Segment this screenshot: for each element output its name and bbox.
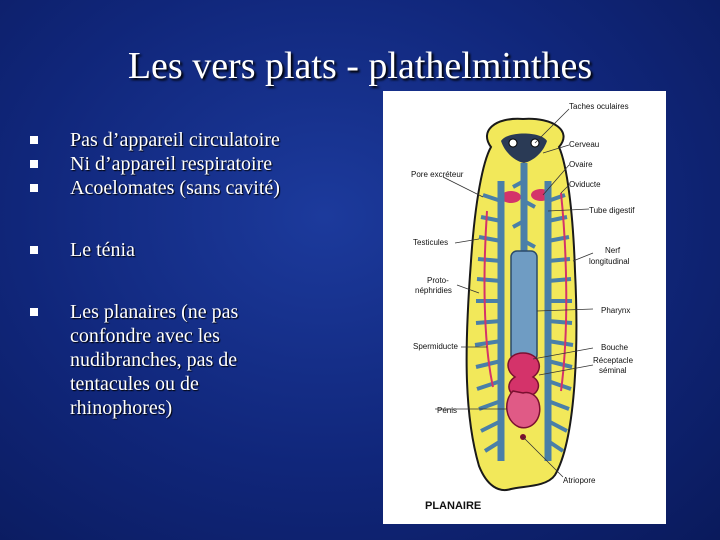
bullet-item: Acoelomates (sans cavité) bbox=[30, 176, 380, 200]
label-pore-excreteur: Pore excréteur bbox=[411, 170, 464, 179]
bullet-marker bbox=[30, 136, 38, 144]
bullet-item: Le ténia bbox=[30, 238, 380, 262]
leader-lines bbox=[435, 108, 594, 478]
label-oviducte: Oviducte bbox=[569, 180, 601, 189]
bullet-marker bbox=[30, 160, 38, 168]
eye-spot-left bbox=[508, 138, 518, 148]
bullet-item: Les planaires (ne pas confondre avec les… bbox=[30, 300, 290, 420]
ovary-left bbox=[501, 191, 521, 203]
bullet-marker bbox=[30, 246, 38, 254]
label-atriopore: Atriopore bbox=[563, 476, 596, 485]
sperm-duct bbox=[483, 210, 494, 388]
bullet-item: Pas d’appareil circulatoire bbox=[30, 128, 380, 152]
figure-caption: PLANAIRE bbox=[425, 500, 481, 512]
bullet-marker bbox=[30, 308, 38, 316]
planaria-diagram: Taches oculaires Cerveau Ovaire Oviducte… bbox=[383, 91, 666, 524]
label-receptacle-1: Réceptacle bbox=[593, 356, 634, 365]
label-protonephridies-2: néphridies bbox=[415, 286, 452, 295]
label-protonephridies-1: Proto- bbox=[427, 276, 449, 285]
label-ovaire: Ovaire bbox=[569, 160, 593, 169]
bullet-item: Ni d’appareil respiratoire bbox=[30, 152, 380, 176]
label-spermiducte: Spermiducte bbox=[413, 342, 458, 351]
oviduct bbox=[560, 192, 568, 392]
bullet-marker bbox=[30, 184, 38, 192]
label-receptacle-2: séminal bbox=[599, 366, 627, 375]
label-penis: Pénis bbox=[437, 406, 457, 415]
label-taches-oculaires: Taches oculaires bbox=[569, 102, 629, 111]
slide-title: Les vers plats - plathelminthes bbox=[127, 45, 593, 87]
penis bbox=[506, 390, 541, 429]
pharynx bbox=[510, 250, 538, 362]
label-testicules: Testicules bbox=[413, 238, 448, 247]
planaria-svg: Taches oculaires Cerveau Ovaire Oviducte… bbox=[411, 102, 635, 512]
bullet-text: Les planaires (ne pas confondre avec les… bbox=[70, 301, 239, 419]
bullet-list: Pas d’appareil circulatoire Ni d’apparei… bbox=[30, 128, 380, 420]
label-nerf-2: longitudinal bbox=[589, 257, 630, 266]
bullet-text: Acoelomates (sans cavité) bbox=[70, 177, 280, 199]
label-pharynx: Pharynx bbox=[601, 306, 630, 315]
label-cerveau: Cerveau bbox=[569, 140, 599, 149]
bullet-text: Le ténia bbox=[70, 239, 135, 261]
bullet-text: Ni d’appareil respiratoire bbox=[70, 153, 273, 175]
label-nerf-1: Nerf bbox=[605, 246, 621, 255]
label-bouche: Bouche bbox=[601, 343, 629, 352]
bullet-text: Pas d’appareil circulatoire bbox=[70, 129, 280, 151]
label-tube-digestif: Tube digestif bbox=[589, 206, 635, 215]
